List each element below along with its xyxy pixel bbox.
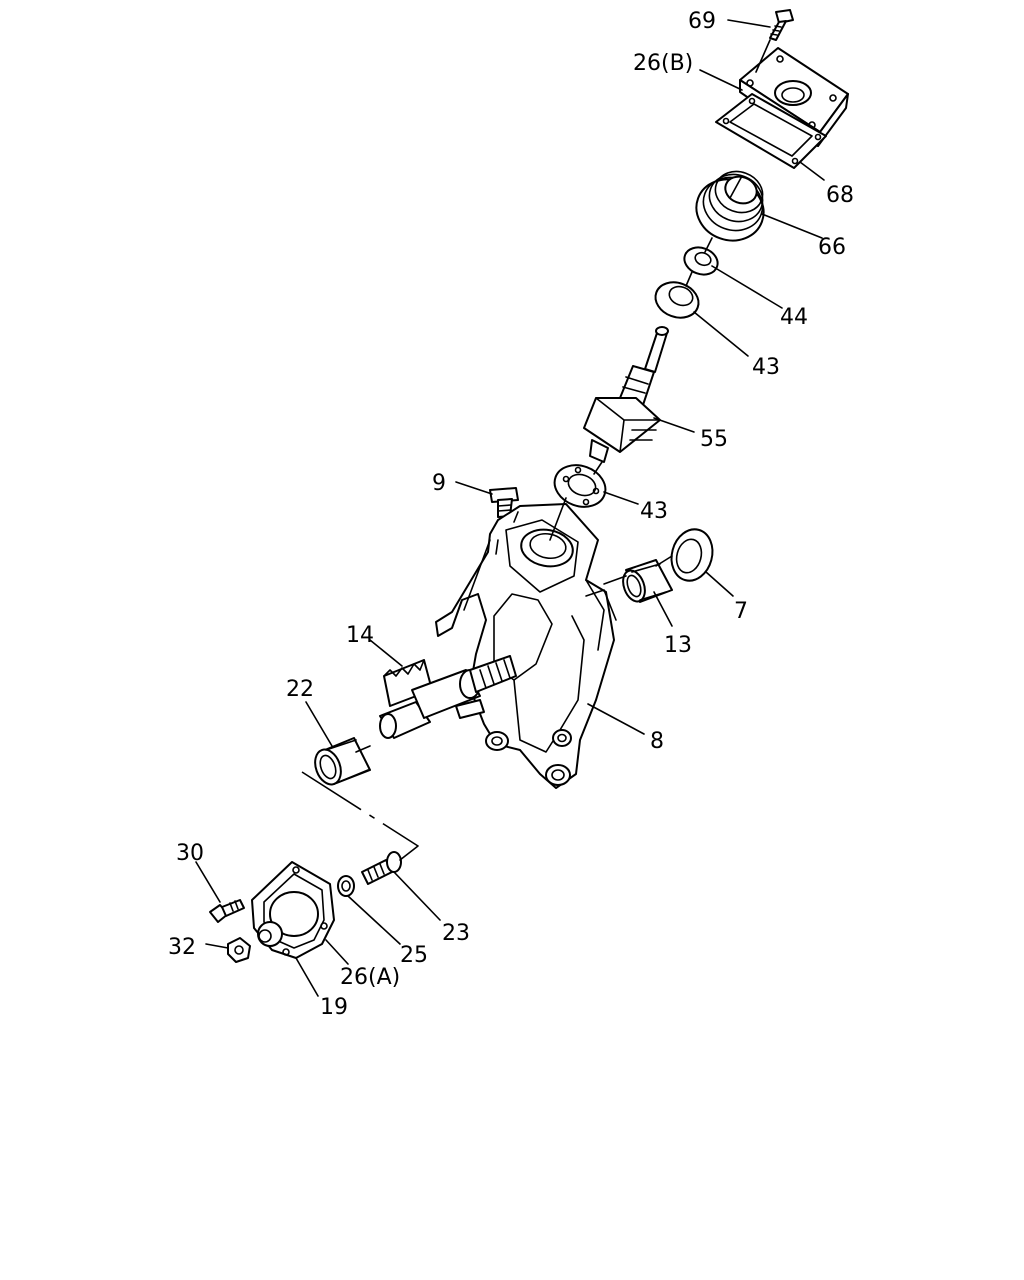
callout-22: 22 bbox=[286, 677, 314, 702]
part-32-nut[interactable] bbox=[227, 937, 251, 963]
part-8-gear-housing[interactable] bbox=[435, 503, 617, 789]
callout-26a: 26(A) bbox=[340, 965, 400, 990]
part-44-seal[interactable] bbox=[681, 243, 722, 279]
callout-43-lower: 43 bbox=[640, 499, 668, 524]
part-25-washer[interactable] bbox=[337, 875, 355, 897]
callout-23: 23 bbox=[442, 921, 470, 946]
part-55-worm-shaft[interactable] bbox=[583, 326, 669, 463]
callout-7: 7 bbox=[734, 599, 748, 624]
leader-lines bbox=[195, 19, 825, 997]
part-22-needle-bearing[interactable] bbox=[311, 737, 371, 788]
part-13-needle-bearing[interactable] bbox=[619, 559, 673, 604]
callout-14: 14 bbox=[346, 623, 374, 648]
callout-68: 68 bbox=[826, 183, 854, 208]
callout-55: 55 bbox=[700, 427, 728, 452]
callout-66: 66 bbox=[818, 235, 846, 260]
part-43-upper-bearing[interactable] bbox=[651, 277, 704, 324]
callout-labels: 69 26(B) 68 66 44 43 55 9 43 7 13 14 22 … bbox=[168, 9, 854, 1020]
part-68-gasket[interactable] bbox=[715, 93, 827, 169]
callout-32: 32 bbox=[168, 935, 196, 960]
callout-13: 13 bbox=[664, 633, 692, 658]
callout-19: 19 bbox=[320, 995, 348, 1020]
part-66-adjuster[interactable] bbox=[688, 165, 772, 250]
part-19-side-cover[interactable] bbox=[251, 861, 335, 959]
callout-26b: 26(B) bbox=[633, 51, 693, 76]
callout-9: 9 bbox=[432, 471, 446, 496]
callout-43-upper: 43 bbox=[752, 355, 780, 380]
callout-8: 8 bbox=[650, 729, 664, 754]
callout-69: 69 bbox=[688, 9, 716, 34]
callout-30: 30 bbox=[176, 841, 204, 866]
callout-44: 44 bbox=[780, 305, 808, 330]
callout-25: 25 bbox=[400, 943, 428, 968]
part-30-bolt[interactable] bbox=[209, 899, 245, 923]
part-43-lower-bearing[interactable] bbox=[549, 458, 612, 513]
part-14-sector-shaft[interactable] bbox=[379, 655, 517, 739]
part-23-bolt[interactable] bbox=[361, 851, 402, 885]
part-7-oil-seal[interactable] bbox=[666, 525, 718, 586]
assembly-lines bbox=[301, 39, 771, 861]
part-69-bolt[interactable] bbox=[769, 9, 794, 41]
